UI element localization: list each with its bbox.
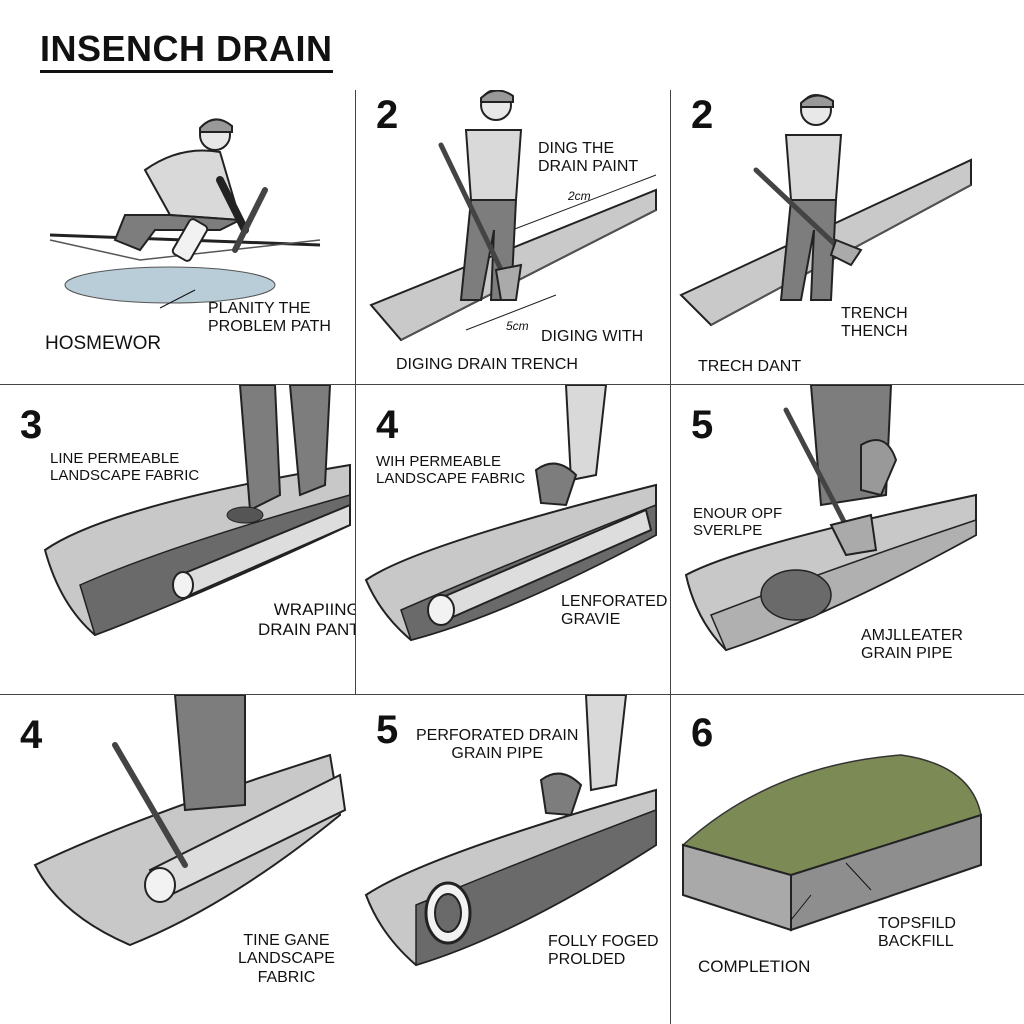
step-2-dimension-top: 2cm <box>568 189 591 203</box>
step-panel-8: 5 PERFORATED DRAIN GRAIN PIPE FOLLY FOGE… <box>356 695 670 1024</box>
step-number: 2 <box>376 93 399 137</box>
grid-divider-horizontal-2 <box>0 694 1024 695</box>
grid-divider-vertical-1 <box>355 90 356 695</box>
step-8-side-label: FOLLY FOGED PROLDED <box>548 933 659 969</box>
step-panel-7: 4 TINE GANE LANDSCAPE FABRIC <box>20 695 355 1024</box>
step-4-caption: LINE PERMEABLE LANDSCAPE FABRIC <box>50 450 200 485</box>
step-6-side-label: AMJLLEATER GRAIN PIPE <box>861 627 963 663</box>
completed-backfill-illustration <box>681 754 982 932</box>
grid-divider-horizontal-1 <box>0 384 1024 385</box>
step-panel-9: 6 TOPSFILD BACKFILL COMPLETION <box>671 695 1024 1024</box>
step-number: 3 <box>20 403 43 447</box>
placing-pipe-illustration <box>364 385 657 642</box>
perforated-pipe-icon <box>172 503 351 599</box>
step-number: 2 <box>691 93 714 137</box>
step-1-side-label: HOSMEWOR <box>45 333 162 354</box>
step-3-caption: TRENCH THENCH <box>841 305 908 341</box>
step-number: 5 <box>691 403 714 447</box>
perforated-pipe-icon <box>144 773 347 903</box>
step-2-dimension-bottom: 5cm <box>506 319 529 333</box>
shovel-icon <box>783 407 854 538</box>
step-9-side-label: TOPSFILD BACKFILL <box>878 915 956 951</box>
gravel-icon <box>760 569 832 621</box>
step-1-caption: PLANITY THE PROBLEM PATH <box>208 300 331 336</box>
trench-dug-illustration <box>679 94 972 327</box>
shovel-icon <box>112 742 188 868</box>
page-title: INSENCH DRAIN <box>40 30 333 73</box>
step-6-caption: ENOUR OPF SVERLPE <box>693 505 783 540</box>
step-3-bottom-label: TRECH DANT <box>698 358 802 375</box>
lining-fabric-illustration <box>43 385 351 637</box>
step-number: 6 <box>691 711 714 755</box>
worker-marking-path-illustration <box>49 118 321 309</box>
step-panel-4: 3 LINE PERMEABLE LANDSCAPE FABRIC WRAPII… <box>20 385 355 694</box>
perforated-pipe-icon <box>427 508 653 626</box>
placing-drain-pipe-illustration <box>364 695 657 967</box>
shovel-icon <box>438 142 509 283</box>
step-5-caption: WIH PERMEABLE LANDSCAPE FABRIC <box>376 453 526 488</box>
step-panel-3: 2 TRENCH THENCH TRECH DANT <box>671 90 1024 384</box>
step-panel-5: 4 WIH PERMEABLE LANDSCAPE FABRIC LENFORA… <box>356 385 670 694</box>
step-number: 4 <box>20 713 43 757</box>
step-2-caption: DING THE DRAIN PAINT <box>538 140 639 176</box>
step-5-side-label: LENFORATED GRAVIE <box>561 593 668 629</box>
step-8-caption: PERFORATED DRAIN GRAIN PIPE <box>416 727 579 763</box>
step-panel-2: 2 DING THE DRAIN PAINT 2cm 5cm DIGING WI… <box>356 90 670 384</box>
step-number: 5 <box>376 708 399 752</box>
step-panel-1: PLANITY THE PROBLEM PATH HOSMEWOR <box>20 90 355 384</box>
step-2-side-label: DIGING WITH <box>541 328 644 345</box>
grid-divider-vertical-2 <box>670 90 671 1024</box>
step-4-side-label: WRAPIING DRAIN PANT <box>258 600 355 639</box>
adding-gravel-illustration <box>684 385 977 652</box>
step-panel-6: 5 ENOUR OPF SVERLPE AMJLLEATER GRAIN PIP… <box>671 385 1024 694</box>
shovel-icon <box>753 167 844 253</box>
digging-trench-illustration <box>369 90 657 342</box>
step-number: 4 <box>376 403 399 447</box>
step-2-bottom-label: DIGING DRAIN TRENCH <box>396 356 578 373</box>
wrapping-fabric-illustration <box>33 695 347 947</box>
worker-figure-icon <box>779 94 843 301</box>
worker-figure-icon <box>113 118 249 262</box>
perforated-pipe-icon <box>424 881 472 945</box>
step-9-bottom-label: COMPLETION <box>698 957 811 976</box>
gravel-icon <box>415 808 657 967</box>
step-7-caption: TINE GANE LANDSCAPE FABRIC <box>238 932 335 986</box>
grass-turf-icon <box>681 754 982 876</box>
